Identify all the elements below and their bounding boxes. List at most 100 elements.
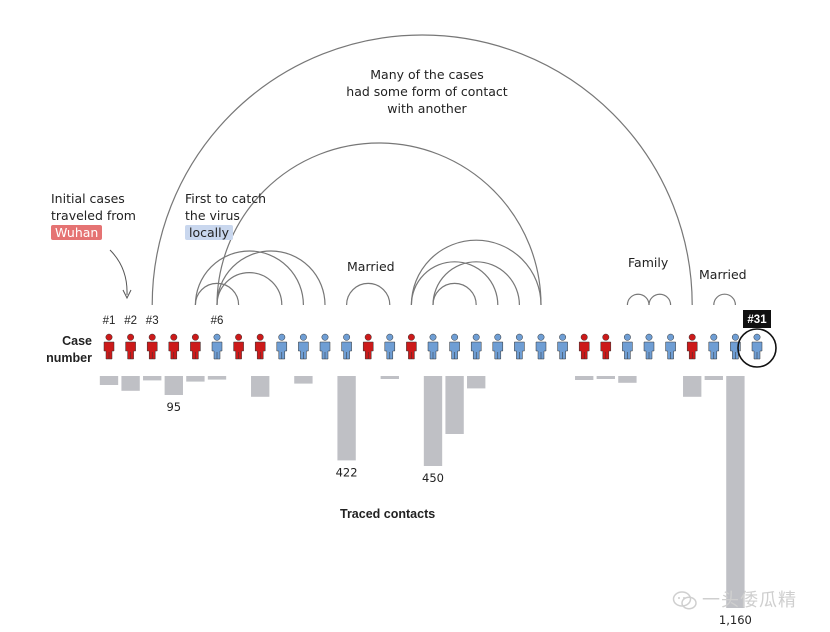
case-label-2: #2 [124, 315, 137, 327]
contact-arc-26-27 [648, 293, 672, 306]
case-figure-10 [298, 333, 309, 360]
contact-bar-8 [251, 376, 270, 397]
contact-arc-15-21 [410, 239, 542, 306]
many-cases-annotation: Many of the cases had some form of conta… [327, 66, 527, 117]
arrow-head-icon [122, 289, 132, 300]
contact-arc-12-14 [346, 282, 391, 306]
contact-bar-25 [618, 376, 637, 383]
contact-arc-3-28 [151, 34, 693, 306]
contact-arc-29-30 [713, 293, 736, 306]
case-figure-3 [146, 333, 158, 360]
case-figure-12 [341, 333, 352, 360]
chat-bubble-icon [672, 591, 697, 610]
contact-arc-6-21 [216, 142, 542, 306]
case-figure-26 [643, 333, 655, 360]
contact-bar-2 [121, 376, 140, 391]
case-figure-22 [557, 333, 568, 360]
value-label-30: 1,160 [719, 613, 752, 627]
watermark-text: 一头倭瓜精 [702, 590, 797, 611]
case-figure-5 [190, 333, 201, 360]
watermark: 一头倭瓜精 [672, 586, 797, 612]
case-figure-23 [578, 333, 590, 360]
contact-arc-6-11 [216, 250, 326, 306]
initial-cases-annotation: Initial cases traveled from Wuhan [51, 190, 136, 241]
married-label-1: Married [347, 259, 395, 274]
contact-arc-16-20 [432, 261, 520, 306]
case-figure-6 [211, 333, 223, 360]
contact-bar-16 [423, 376, 443, 466]
many-cases-line-2: had some form of contact [346, 84, 508, 99]
contact-bar-28 [683, 376, 702, 397]
contact-bar-18 [467, 376, 486, 389]
case-figure-19 [492, 333, 504, 360]
case-figure-11 [319, 333, 331, 360]
case-figures [103, 333, 763, 360]
case-figure-14 [384, 333, 396, 360]
case-31-label-box [743, 310, 771, 328]
case-figure-18 [470, 333, 482, 360]
case-figure-8 [254, 333, 266, 360]
case-figure-31 [751, 333, 763, 360]
case-label-31: #31 [747, 314, 767, 326]
contact-bar-10 [294, 376, 313, 384]
case-figure-7 [233, 333, 244, 360]
contact-bar-4 [164, 376, 183, 395]
case-labels: #1 #2 #3 #6 #31 95 422 450 1,160 [103, 249, 777, 627]
value-label-16: 450 [422, 471, 444, 485]
case-number-line-1: Case [62, 334, 92, 348]
initial-cases-line-2: traveled from [51, 208, 136, 223]
case-figure-4 [168, 333, 180, 360]
first-local-line-1: First to catch [185, 191, 267, 206]
case-figure-13 [362, 333, 374, 360]
contact-bar-30 [726, 376, 745, 608]
contact-arc-25-26 [626, 293, 650, 306]
contact-arc-6-9 [216, 272, 283, 306]
contact-bar-29 [704, 376, 723, 380]
case-figure-15 [406, 333, 417, 360]
case-figure-28 [686, 333, 698, 360]
case-number-line-2: number [46, 351, 92, 365]
first-local-line-2: the virus [185, 208, 240, 223]
contact-bar-5 [186, 376, 205, 382]
case-number-label: Case number [40, 333, 92, 367]
case-figure-2 [125, 333, 136, 360]
contact-bar-24 [596, 376, 615, 379]
married-label-2: Married [699, 267, 747, 282]
case-figure-9 [276, 333, 288, 360]
contact-bar-6 [207, 376, 227, 380]
case-31-highlight-ring [737, 328, 777, 368]
case-figure-24 [600, 333, 612, 360]
contact-bar-1 [99, 376, 119, 385]
contact-bar-12 [337, 376, 356, 461]
case-figure-17 [449, 333, 460, 360]
contact-arc-5-10 [194, 250, 304, 306]
case-figure-20 [514, 333, 525, 360]
initial-cases-line-1: Initial cases [51, 191, 125, 206]
value-label-12: 422 [336, 465, 358, 479]
many-cases-line-3: with another [387, 101, 467, 116]
case-figure-29 [708, 333, 720, 360]
first-local-annotation: First to catch the virus locally [185, 190, 266, 241]
contact-arcs [151, 34, 736, 306]
contact-bar-14 [380, 376, 399, 379]
case-label-1: #1 [103, 315, 116, 327]
many-cases-line-1: Many of the cases [370, 67, 484, 82]
family-label: Family [628, 255, 669, 270]
annotation-arrow [109, 249, 128, 296]
value-label-4: 95 [166, 400, 181, 414]
traced-contact-bars [99, 376, 745, 608]
case-figure-1 [103, 333, 115, 360]
contact-bar-23 [575, 376, 594, 380]
case-label-6: #6 [211, 315, 224, 327]
locally-highlight: locally [185, 225, 233, 240]
case-figure-16 [427, 333, 439, 360]
contact-bar-3 [143, 376, 162, 381]
contact-arc-16-18 [432, 282, 477, 306]
case-figure-21 [535, 333, 547, 360]
case-label-3: #3 [146, 315, 159, 327]
case-figure-25 [622, 333, 633, 360]
traced-contacts-label: Traced contacts [340, 507, 436, 521]
contact-arc-15-19 [410, 261, 499, 306]
contact-arc-5-7 [194, 282, 240, 306]
